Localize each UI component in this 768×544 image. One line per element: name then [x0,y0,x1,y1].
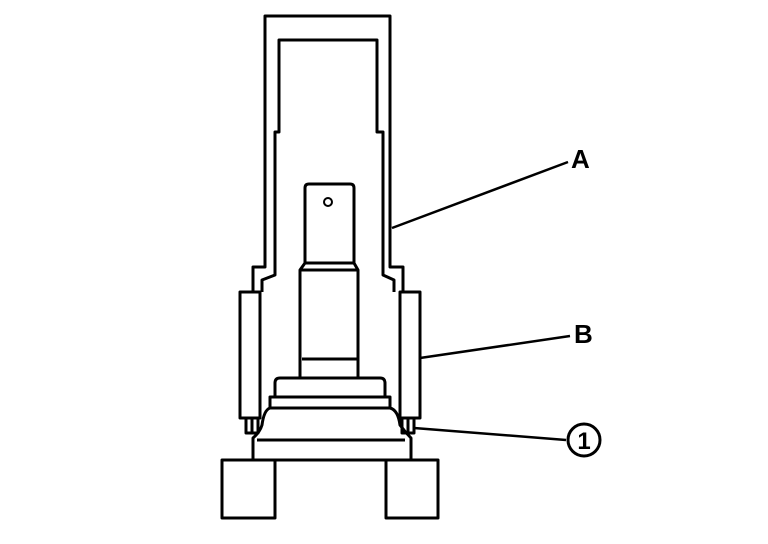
leader-1 [413,426,567,442]
pin-hole [323,197,333,207]
base-body [251,406,413,462]
leader-b [419,334,571,360]
tool-a-outer [251,14,405,292]
label-a: A [571,144,590,174]
tool-a-inner [260,38,396,292]
shaft [298,262,360,378]
sleeve-b-left [238,290,262,420]
sleeve-b-right [398,290,422,420]
foot-left [220,458,277,520]
base-step-2 [268,395,392,408]
leader-a [391,160,569,230]
foot-right [384,458,440,520]
pin [303,182,356,265]
base-step-1 [273,376,387,399]
label-1-circle [566,422,602,458]
label-b: B [574,319,593,349]
label-1: 1 [577,428,590,455]
